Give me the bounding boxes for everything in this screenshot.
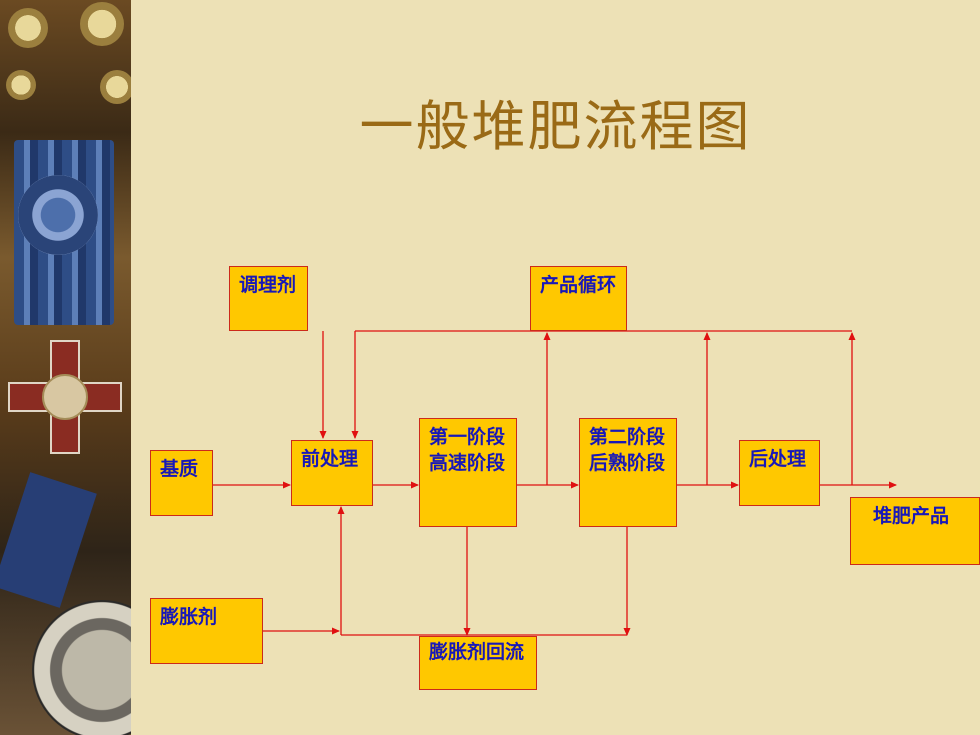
node-tiaoliji: 调理剂 <box>229 266 308 331</box>
node-pengzhangji-huiliu-label: 膨胀剂回流 <box>429 641 525 663</box>
node-final-product: 堆肥产品 <box>850 497 980 565</box>
node-qianchuli-label: 前处理 <box>301 448 359 470</box>
decorative-photo-strip <box>0 0 131 735</box>
node-chanpin-xunhuan: 产品循环 <box>530 266 627 331</box>
node-houchuli: 后处理 <box>739 440 820 506</box>
node-qianchuli: 前处理 <box>291 440 373 506</box>
node-pengzhangji: 膨胀剂 <box>150 598 263 664</box>
node-final-product-label: 堆肥产品 <box>873 505 950 527</box>
page-title: 一般堆肥流程图 <box>359 95 752 158</box>
node-houchuli-label: 后处理 <box>749 448 807 470</box>
node-chanpin-xunhuan-label: 产品循环 <box>540 274 617 296</box>
node-stage1-label: 第一阶段高速阶段 <box>429 426 506 474</box>
medal-rosette <box>18 175 98 255</box>
node-pengzhangji-huiliu: 膨胀剂回流 <box>419 636 537 690</box>
medal-cross <box>8 340 122 454</box>
node-stage2: 第二阶段后熟阶段 <box>579 418 677 527</box>
node-jizhi: 基质 <box>150 450 213 516</box>
node-pengzhangji-label: 膨胀剂 <box>160 606 218 628</box>
node-stage1: 第一阶段高速阶段 <box>419 418 517 527</box>
node-jizhi-label: 基质 <box>160 458 199 480</box>
node-tiaoliji-label: 调理剂 <box>239 274 297 296</box>
node-stage2-label: 第二阶段后熟阶段 <box>589 426 666 474</box>
